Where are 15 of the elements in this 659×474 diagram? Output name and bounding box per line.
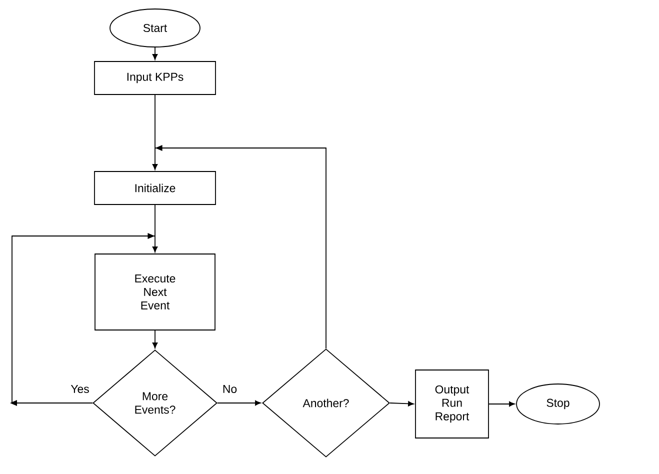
arrow [152,236,158,252]
process-box: Initialize [94,171,216,205]
edge-label: No [221,384,238,394]
arrow [488,401,515,407]
arrow [154,145,326,349]
arrow [217,400,261,406]
arrow [152,148,158,170]
arrow [152,47,158,60]
arrow [152,330,158,348]
arrow [390,401,414,406]
arrow [10,233,156,406]
process-box: Output Run Report [415,370,489,438]
edge-label: Yes [70,384,90,394]
process-box: Input KPPs [94,61,216,95]
process-box: Execute Next Event [94,254,216,330]
